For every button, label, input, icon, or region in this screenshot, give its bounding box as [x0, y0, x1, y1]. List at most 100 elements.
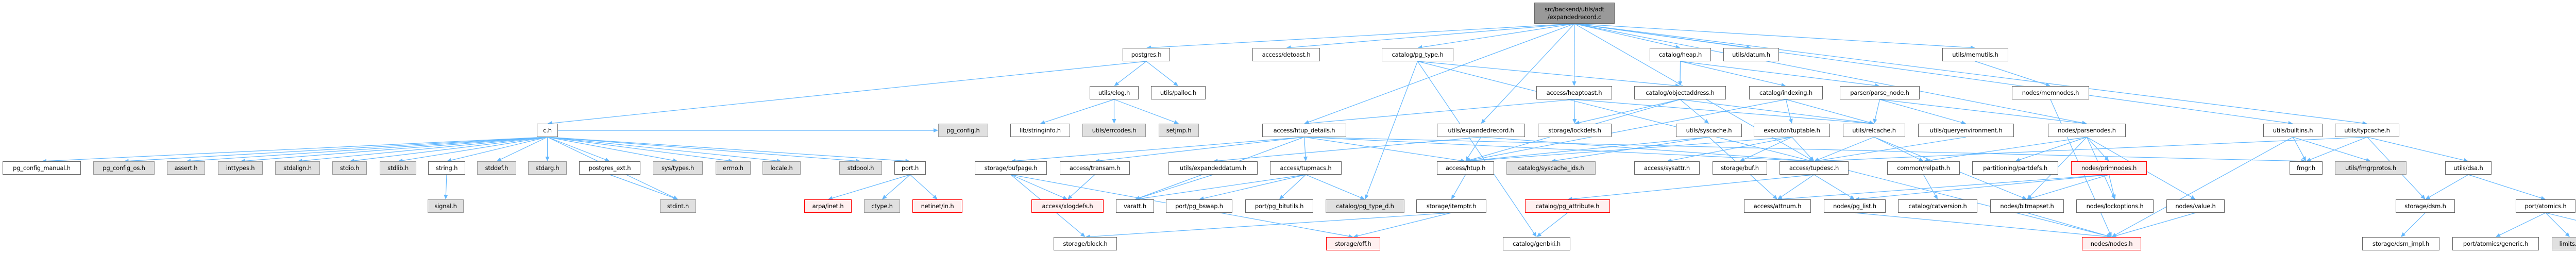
node-dsm[interactable]: storage/dsm.h — [2396, 199, 2455, 213]
node-transam[interactable]: access/transam.h — [1060, 161, 1130, 175]
node-pg-attribute[interactable]: catalog/pg_attribute.h — [1525, 199, 1610, 213]
node-pg-list[interactable]: nodes/pg_list.h — [1824, 199, 1886, 213]
node-partdefs[interactable]: partitioning/partdefs.h — [1972, 161, 2058, 175]
node-setjmp[interactable]: setjmp.h — [1159, 124, 1199, 137]
edge-tupmacs-to-pg_bswap — [1204, 174, 1306, 199]
node-atomics[interactable]: port/atomics.h — [2516, 199, 2575, 213]
node-pg-config-manual[interactable]: pg_config_manual.h — [3, 161, 81, 175]
node-pg-bitutils[interactable]: port/pg_bitutils.h — [1245, 199, 1313, 213]
node-limits[interactable]: limits.h — [2552, 237, 2576, 250]
node-primnodes[interactable]: nodes/primnodes.h — [2071, 161, 2147, 175]
node-tupmacs[interactable]: access/tupmacs.h — [1270, 161, 1342, 175]
edge-bufpage-to-xlogdefs — [1010, 174, 1063, 198]
node-errcodes[interactable]: utils/errcodes.h — [1082, 124, 1146, 137]
edge-syscache-to-htup — [1470, 137, 1709, 161]
edge-queryenv-to-tupdesc — [1818, 137, 1967, 161]
node-objectaddress[interactable]: catalog/objectaddress.h — [1634, 86, 1726, 99]
node-syscache[interactable]: utils/syscache.h — [1676, 124, 1742, 137]
node-typcache[interactable]: utils/typcache.h — [2335, 124, 2399, 137]
node-relpath[interactable]: common/relpath.h — [1887, 161, 1960, 175]
node-memutils[interactable]: utils/memutils.h — [1942, 48, 2008, 61]
node-bitmapset[interactable]: nodes/bitmapset.h — [1990, 199, 2064, 213]
node-lockoptions[interactable]: nodes/lockoptions.h — [2076, 199, 2154, 213]
node-errno[interactable]: errno.h — [716, 161, 751, 175]
node-stdlib[interactable]: stdlib.h — [380, 161, 416, 175]
node-catversion[interactable]: catalog/catversion.h — [1898, 199, 1977, 213]
node-inttypes[interactable]: inttypes.h — [218, 161, 263, 175]
node-htup[interactable]: access/htup.h — [1437, 161, 1494, 175]
node-itemptr[interactable]: storage/itemptr.h — [1416, 199, 1486, 213]
node-string[interactable]: string.h — [428, 161, 465, 175]
node-assert[interactable]: assert.h — [167, 161, 205, 175]
node-palloc[interactable]: utils/palloc.h — [1151, 86, 1206, 99]
node-expandedrecord[interactable]: utils/expandedrecord.h — [1437, 124, 1525, 137]
node-attnum[interactable]: access/attnum.h — [1744, 199, 1811, 213]
node-systypes[interactable]: sys/types.h — [653, 161, 703, 175]
node-buf[interactable]: storage/buf.h — [1713, 161, 1767, 175]
node-xlogdefs[interactable]: access/xlogdefs.h — [1031, 199, 1104, 213]
node-ch[interactable]: c.h — [537, 124, 558, 137]
edge-tuptable-to-sysattr — [1671, 137, 1792, 161]
node-expandeddatum[interactable]: utils/expandeddatum.h — [1168, 161, 1258, 175]
node-heaptoast[interactable]: access/heaptoast.h — [1536, 86, 1612, 99]
node-port[interactable]: port.h — [894, 161, 926, 175]
node-pg-config-os[interactable]: pg_config_os.h — [93, 161, 155, 175]
node-memnodes[interactable]: nodes/memnodes.h — [2012, 86, 2089, 99]
node-dsm-impl[interactable]: storage/dsm_impl.h — [2362, 237, 2439, 250]
edge-relcache-to-tupdesc — [1818, 137, 1874, 160]
edge-typcache-to-dsa — [2367, 137, 2464, 161]
node-value[interactable]: nodes/value.h — [2166, 199, 2225, 213]
node-stdarg[interactable]: stdarg.h — [528, 161, 567, 175]
node-fmgrprotos[interactable]: utils/fmgrprotos.h — [2335, 161, 2406, 175]
node-pg-config[interactable]: pg_config.h — [938, 124, 988, 137]
node-parse-node[interactable]: parser/parse_node.h — [1840, 86, 1920, 99]
node-queryenv[interactable]: utils/queryenvironment.h — [1918, 124, 2014, 137]
arrowhead-icon — [2401, 232, 2406, 237]
node-tuptable[interactable]: executor/tuptable.h — [1754, 124, 1830, 137]
node-stdalign[interactable]: stdalign.h — [275, 161, 320, 175]
node-netinet-in[interactable]: netinet/in.h — [912, 199, 962, 213]
edge-heaptoast-to-relcache — [1574, 99, 1870, 124]
node-stddef[interactable]: stddef.h — [477, 161, 516, 175]
edge-root-to-detoast — [1291, 23, 1575, 48]
node-signal[interactable]: signal.h — [428, 199, 464, 213]
node-nodes[interactable]: nodes/nodes.h — [2082, 237, 2141, 250]
node-bufpage[interactable]: storage/bufpage.h — [975, 161, 1047, 175]
arrowhead-icon — [1572, 81, 1577, 86]
node-stdio[interactable]: stdio.h — [332, 161, 367, 175]
node-pg-type[interactable]: catalog/pg_type.h — [1382, 48, 1453, 61]
node-parsenodes[interactable]: nodes/parsenodes.h — [2048, 124, 2126, 137]
node-ctype[interactable]: ctype.h — [864, 199, 900, 213]
node-elog[interactable]: utils/elog.h — [1090, 86, 1139, 99]
node-indexing[interactable]: catalog/indexing.h — [1749, 86, 1823, 99]
node-stringinfo[interactable]: lib/stringinfo.h — [1010, 124, 1070, 137]
node-arpa-inet[interactable]: arpa/inet.h — [804, 199, 852, 213]
node-relcache[interactable]: utils/relcache.h — [1843, 124, 1905, 137]
node-varatt[interactable]: varatt.h — [1116, 199, 1154, 213]
node-postgres-ext[interactable]: postgres_ext.h — [579, 161, 640, 175]
node-builtins[interactable]: utils/builtins.h — [2263, 124, 2323, 137]
node-lockdefs[interactable]: storage/lockdefs.h — [1538, 124, 1612, 137]
node-heap[interactable]: catalog/heap.h — [1650, 48, 1711, 61]
edge-ch-to-stddef — [500, 137, 548, 160]
node-locale[interactable]: locale.h — [762, 161, 801, 175]
node-atomics-generic[interactable]: port/atomics/generic.h — [2452, 237, 2539, 250]
node-dsa[interactable]: utils/dsa.h — [2445, 161, 2492, 175]
node-stdint[interactable]: stdint.h — [660, 199, 696, 213]
node-tupdesc[interactable]: access/tupdesc.h — [1780, 161, 1849, 175]
node-detoast[interactable]: access/detoast.h — [1252, 48, 1320, 61]
node-block[interactable]: storage/block.h — [1054, 237, 1117, 250]
node-syscache-ids[interactable]: catalog/syscache_ids.h — [1506, 161, 1596, 175]
node-fmgr[interactable]: fmgr.h — [2290, 161, 2323, 175]
arrowhead-icon — [2420, 194, 2426, 199]
node-pg-bswap[interactable]: port/pg_bswap.h — [1166, 199, 1232, 213]
node-sysattr[interactable]: access/sysattr.h — [1634, 161, 1700, 175]
node-pg-type-d[interactable]: catalog/pg_type_d.h — [1326, 199, 1404, 213]
node-postgres[interactable]: postgres.h — [1123, 48, 1170, 61]
arrowhead-icon — [934, 128, 938, 132]
node-stdbool[interactable]: stdbool.h — [839, 161, 882, 175]
node-genbki[interactable]: catalog/genbki.h — [1503, 237, 1570, 250]
node-datum[interactable]: utils/datum.h — [1723, 48, 1779, 61]
node-off[interactable]: storage/off.h — [1326, 237, 1380, 250]
node-htup-details[interactable]: access/htup_details.h — [1262, 124, 1346, 137]
